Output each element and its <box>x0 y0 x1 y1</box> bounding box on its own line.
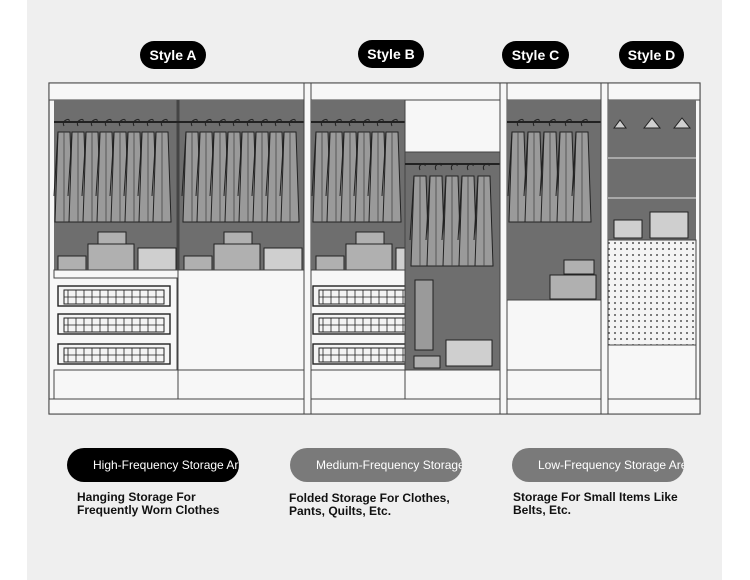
low-frequency-description-line1: Storage For Small Items Like <box>513 490 678 504</box>
style-d-label: Style D <box>619 41 684 69</box>
high-frequency-description-line1: Hanging Storage For <box>77 490 196 504</box>
medium-frequency-description: Folded Storage For Clothes, Pants, Quilt… <box>289 492 450 518</box>
medium-frequency-zone-pill: Medium-Frequency Storage Area <box>290 448 462 482</box>
medium-frequency-description-line1: Folded Storage For Clothes, <box>289 491 450 505</box>
high-frequency-description-line2: Frequently Worn Clothes <box>77 503 220 517</box>
low-frequency-description: Storage For Small Items Like Belts, Etc. <box>513 491 678 517</box>
high-frequency-description: Hanging Storage For Frequently Worn Clot… <box>77 491 219 517</box>
low-frequency-zone-pill: Low-Frequency Storage Area <box>512 448 684 482</box>
high-frequency-zone-pill: High-Frequency Storage Area <box>67 448 239 482</box>
style-b-label: Style B <box>358 40 424 68</box>
medium-frequency-description-line2: Pants, Quilts, Etc. <box>289 504 392 518</box>
style-c-label: Style C <box>502 41 569 69</box>
low-frequency-description-line2: Belts, Etc. <box>513 503 572 517</box>
style-a-label: Style A <box>140 41 206 69</box>
